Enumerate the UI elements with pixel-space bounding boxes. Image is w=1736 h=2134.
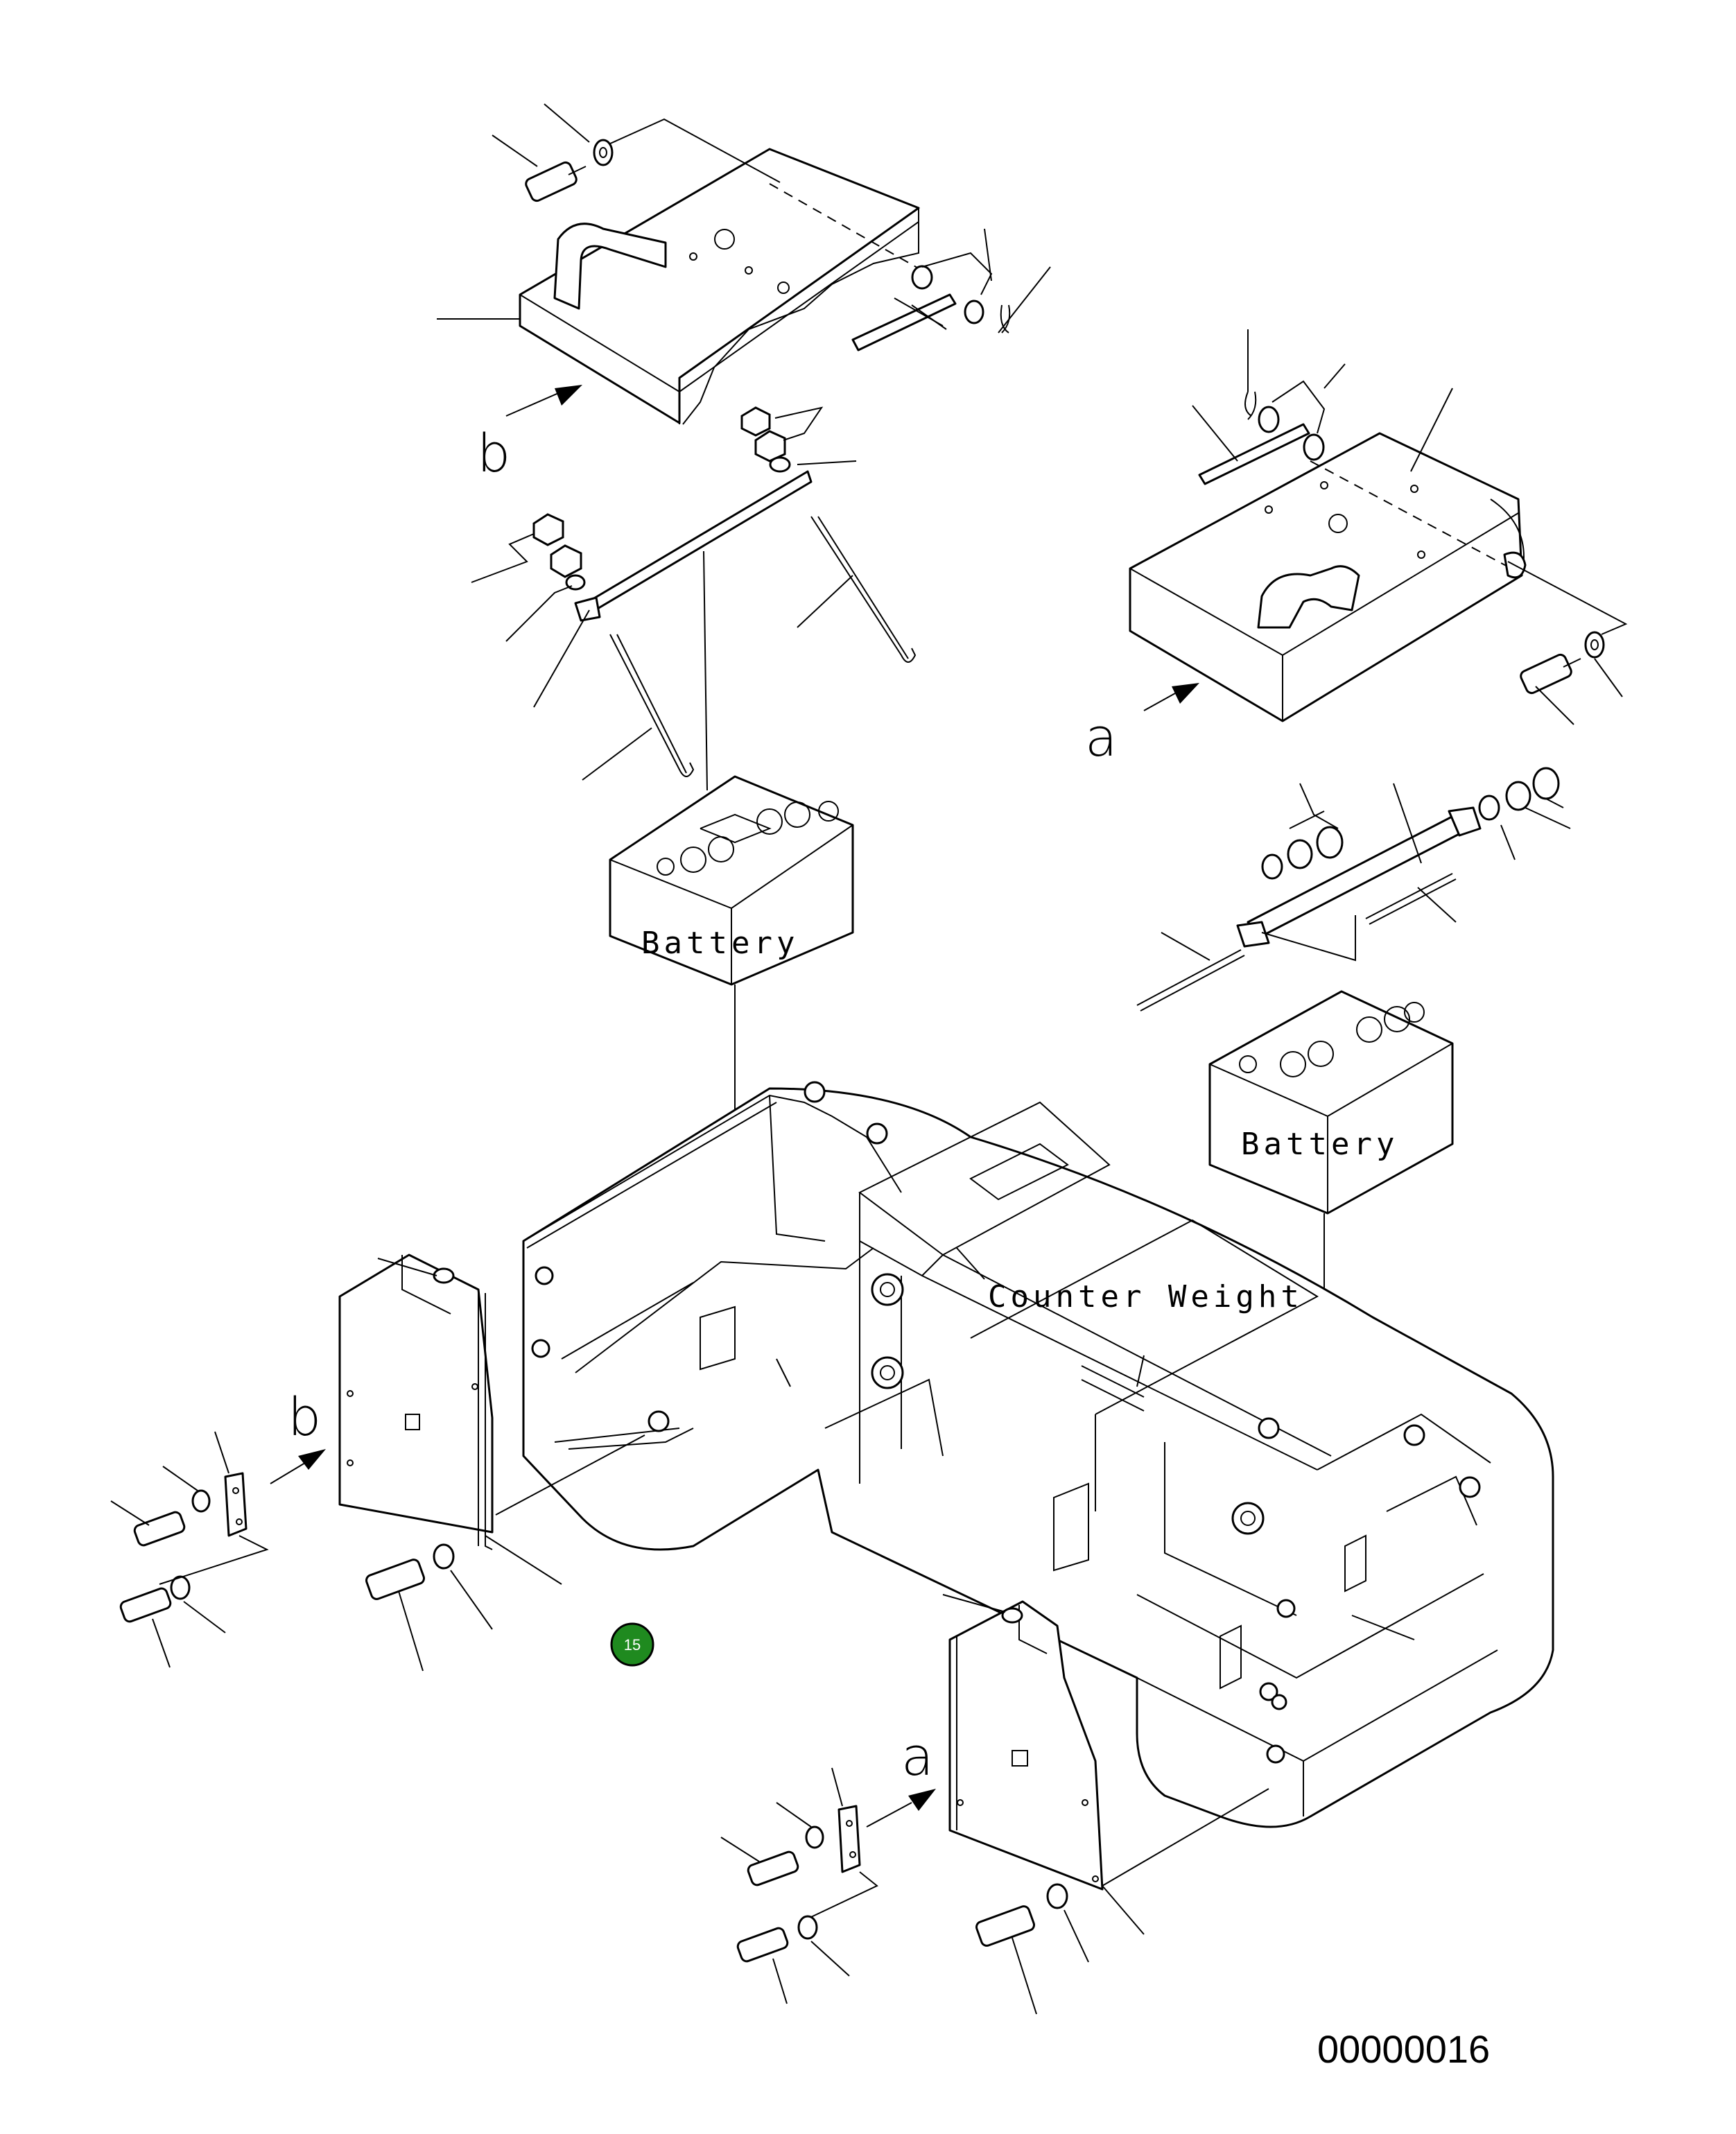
hinge-pin-right xyxy=(1198,391,1325,485)
view-b-top-arrow: b xyxy=(477,385,582,484)
counter-weight: Counter Weight xyxy=(522,1081,1554,1828)
battery-right: Battery xyxy=(1208,990,1454,1215)
latch-left xyxy=(119,1472,455,1623)
callout-badge-number[interactable]: 15 xyxy=(624,1636,641,1654)
callout-badge-circle[interactable] xyxy=(610,1622,654,1667)
side-cover-left xyxy=(338,1253,494,1550)
view-a-right-arrow: a xyxy=(1085,683,1199,768)
view-a-side-label: a xyxy=(901,1726,934,1787)
figure-code: 00000016 xyxy=(1317,2027,1490,2071)
bolt-top-cover xyxy=(525,139,614,202)
battery-hold-down-bar-right xyxy=(1136,806,1482,1012)
latch-right xyxy=(736,1805,1068,1963)
nuts-top-right xyxy=(740,406,791,473)
view-a-side-arrow: a xyxy=(866,1726,936,1828)
view-b-side-arrow: b xyxy=(270,1386,326,1484)
battery-cover-right xyxy=(1129,432,1527,722)
j-bolt-left xyxy=(609,634,695,777)
view-b-side-label: b xyxy=(288,1386,321,1448)
nuts-left xyxy=(532,513,586,591)
battery-left: Battery xyxy=(609,775,854,986)
hinge-pin-top xyxy=(851,265,1011,352)
battery-cover-left xyxy=(519,148,923,425)
view-a-right-label: a xyxy=(1085,706,1118,768)
j-bolt-right xyxy=(810,516,917,663)
battery-hold-down-bar-left xyxy=(574,470,813,622)
washers-nuts-right xyxy=(1261,767,1560,880)
bolt-right-cover xyxy=(1520,631,1605,695)
view-b-top-label: b xyxy=(477,422,510,484)
battery-right-label: Battery xyxy=(1241,1127,1398,1162)
callout-badge[interactable]: 15 xyxy=(610,1622,654,1667)
battery-left-label: Battery xyxy=(641,926,799,961)
counter-weight-label: Counter Weight xyxy=(988,1279,1303,1315)
side-cover-right xyxy=(948,1600,1104,1891)
